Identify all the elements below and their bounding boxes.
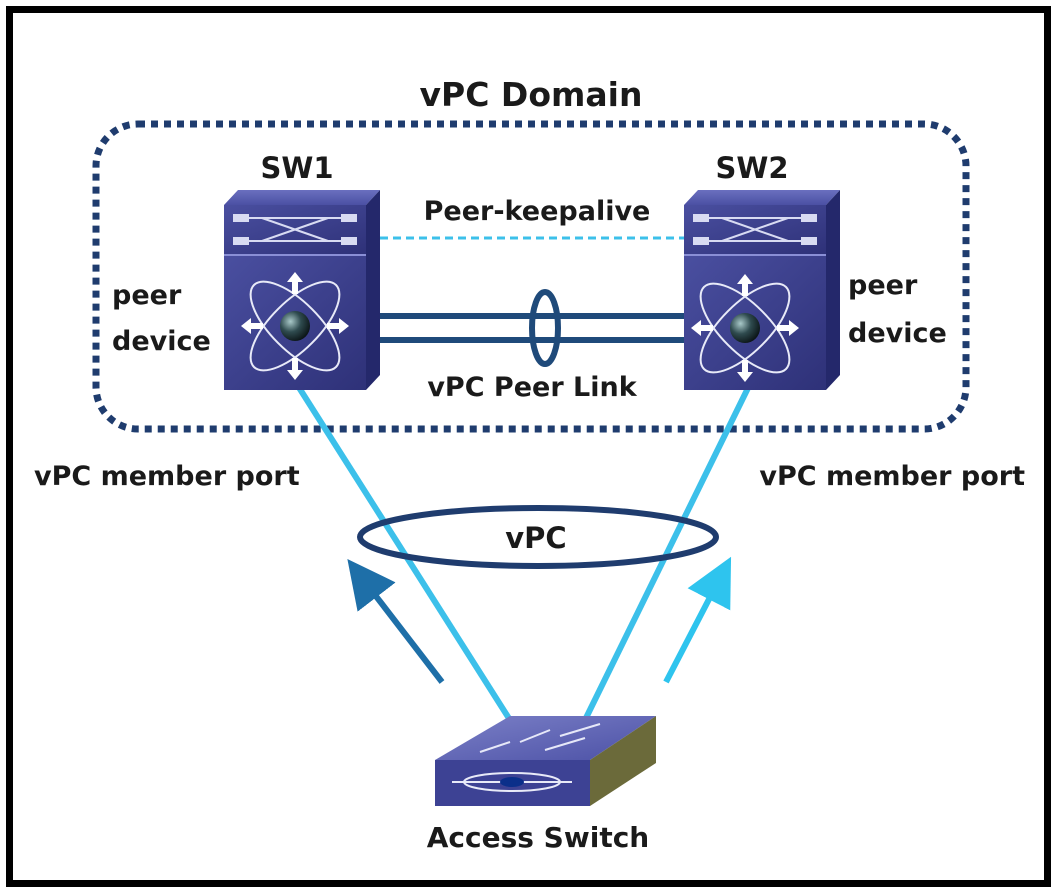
member-port-left-label: vPC member port [34, 461, 300, 492]
peer-link-label: vPC Peer Link [427, 372, 637, 403]
member-port-right-label: vPC member port [759, 461, 1025, 492]
member-link-right [582, 386, 751, 722]
sw2-label: SW2 [715, 151, 788, 185]
uplink-arrow-left [347, 558, 445, 684]
peer-device-left-label-line2: device [112, 326, 211, 357]
vpc-label: vPC [505, 521, 566, 555]
member-link-left [295, 384, 513, 722]
sw1-label: SW1 [260, 151, 333, 185]
switch-sw1 [224, 190, 380, 390]
switch-sw1-crossbar-icon [233, 214, 357, 245]
switch-sw2-router-icon [691, 274, 799, 382]
access-switch [435, 716, 656, 806]
access-switch-label: Access Switch [427, 821, 649, 854]
vpc-bundle-ellipse [357, 505, 719, 569]
vpc-domain-label: vPC Domain [420, 75, 643, 114]
peer-device-left-label-line1: peer [112, 280, 182, 311]
switch-sw1-router-icon [241, 272, 349, 380]
uplink-arrow-right [663, 556, 732, 684]
vpc-peer-link [380, 289, 684, 367]
peer-device-right-label-line1: peer [848, 270, 918, 301]
vpc-domain-boundary [92, 120, 970, 433]
switch-sw2 [684, 190, 840, 390]
peer-keepalive-label: Peer-keepalive [424, 196, 651, 227]
switch-sw2-crossbar-icon [693, 214, 817, 245]
access-switch-arrows-icon [479, 723, 601, 753]
peer-device-right-label-line2: device [848, 318, 947, 349]
